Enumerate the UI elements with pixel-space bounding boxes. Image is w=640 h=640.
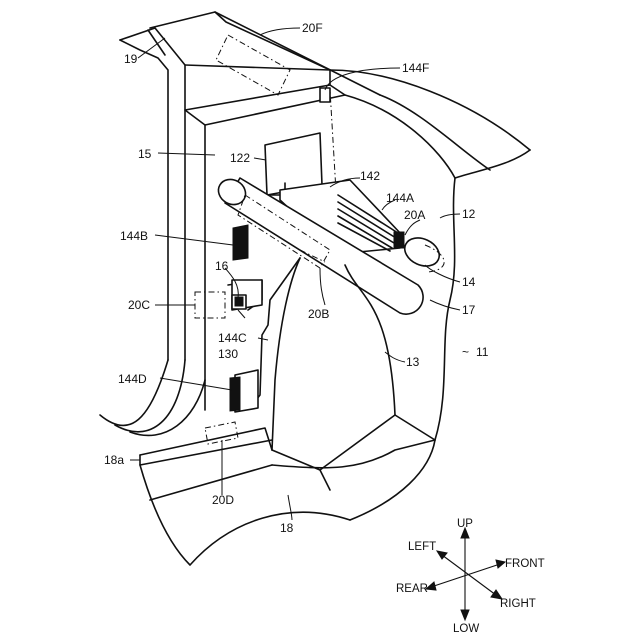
- label-16: 16: [215, 259, 229, 273]
- dir-left: LEFT: [408, 541, 436, 553]
- label-144A: 144A: [386, 191, 414, 205]
- label-20D: 20D: [212, 493, 234, 507]
- label-144D: 144D: [118, 372, 147, 386]
- label-142: 142: [360, 169, 380, 183]
- label-17: 17: [462, 303, 476, 317]
- label-12: 12: [462, 207, 476, 221]
- label-13: 13: [406, 355, 420, 369]
- label-19: 19: [124, 52, 138, 66]
- sensor-20C: [195, 292, 225, 318]
- label-20A: 20A: [404, 208, 425, 222]
- label-14: 14: [462, 275, 476, 289]
- label-144C: 144C: [218, 331, 247, 345]
- label-11: 11: [476, 345, 489, 359]
- low-arrowhead: [461, 610, 469, 620]
- connector-144F: [320, 88, 330, 102]
- reference-labels: 20F 144F 19 15 122 142 144A 20A 12 144B …: [104, 21, 489, 535]
- label-20C: 20C: [128, 298, 150, 312]
- label-15: 15: [138, 147, 152, 161]
- label-130: 130: [218, 347, 238, 361]
- label-20F: 20F: [302, 21, 323, 35]
- pillar-19: [100, 28, 205, 435]
- connector-144D: [230, 370, 258, 412]
- dir-front: FRONT: [505, 558, 545, 570]
- floor-18: [140, 422, 435, 565]
- label-144B: 144B: [120, 229, 148, 243]
- label-20B: 20B: [308, 307, 329, 321]
- dir-up: UP: [457, 518, 473, 530]
- label-18a: 18a: [104, 453, 124, 467]
- connector-144A: [394, 232, 404, 248]
- dir-rear: REAR: [396, 583, 428, 595]
- dir-right: RIGHT: [500, 598, 536, 610]
- label-11-arrow: ~: [462, 345, 469, 359]
- left-right-axis: [438, 552, 500, 598]
- direction-compass: UP LOW LEFT FRONT REAR RIGHT: [396, 518, 545, 635]
- connector-144B: [233, 225, 248, 260]
- sensor-20A: [400, 233, 444, 272]
- label-122: 122: [230, 151, 250, 165]
- label-144F: 144F: [402, 61, 429, 75]
- dir-low: LOW: [453, 623, 479, 635]
- front-arrowhead: [496, 560, 505, 568]
- label-18: 18: [280, 521, 294, 535]
- roof-panel: [150, 12, 530, 178]
